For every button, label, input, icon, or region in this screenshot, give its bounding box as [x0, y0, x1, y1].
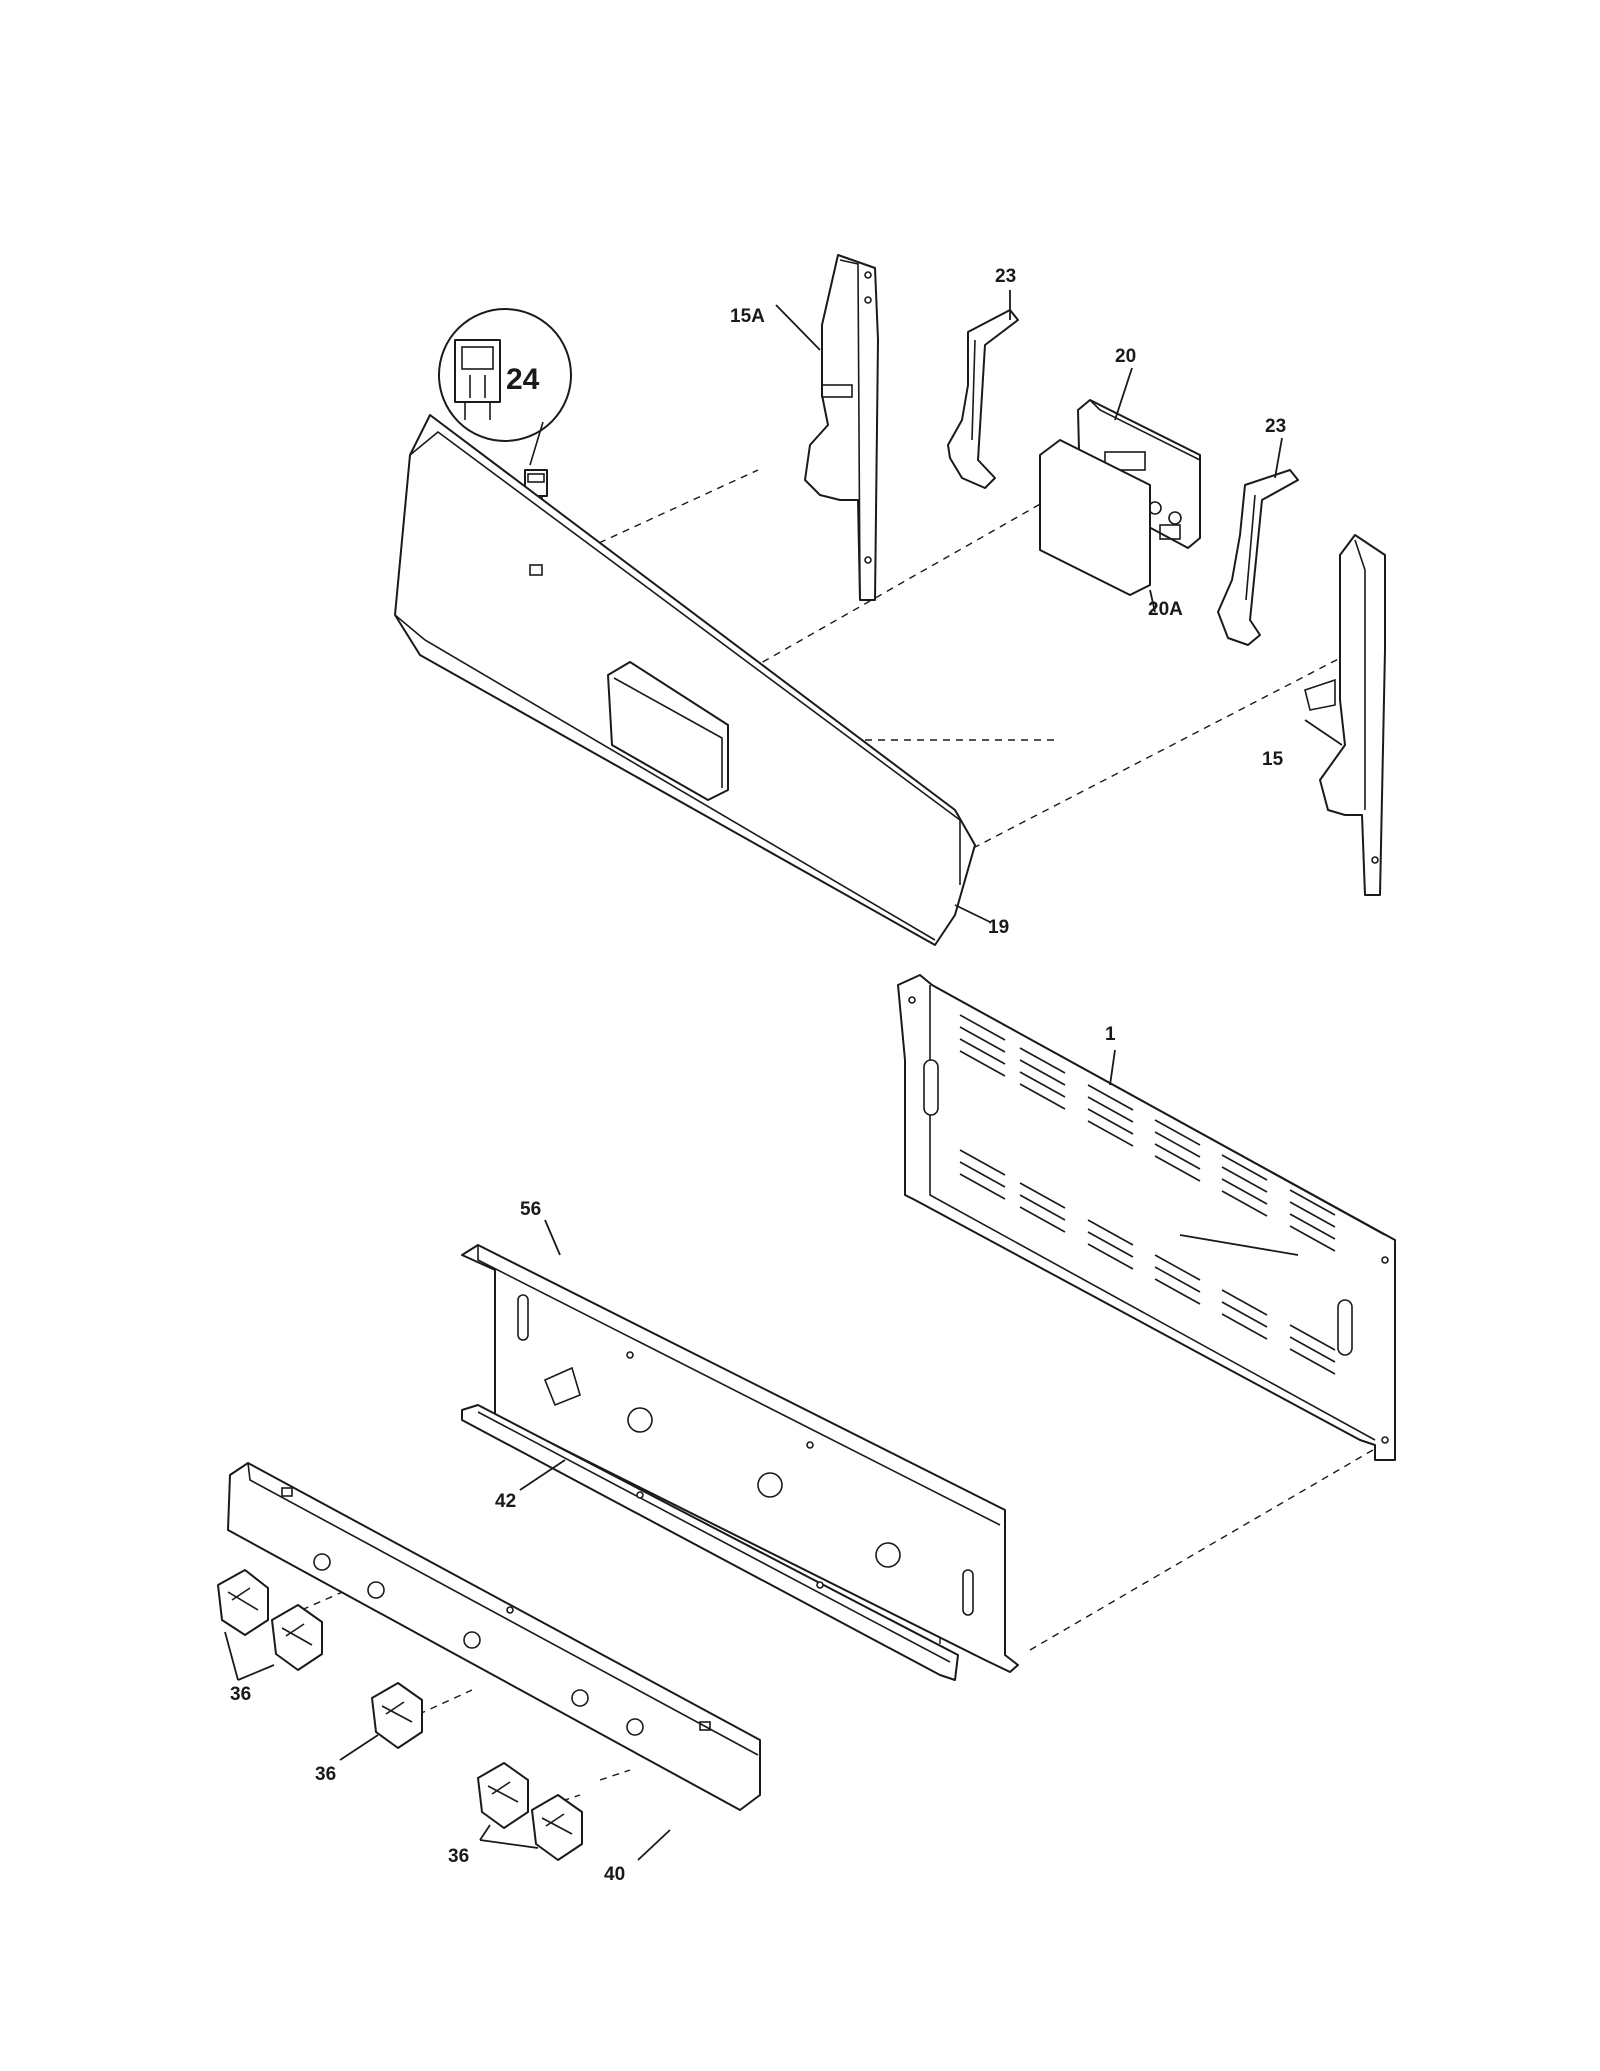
knob-1 — [217, 1569, 269, 1636]
label-36-first: 36 — [230, 1684, 251, 1705]
side-trim-15 — [1304, 534, 1386, 896]
side-trim-15a — [804, 254, 879, 601]
label-23-right: 23 — [1265, 416, 1286, 437]
overlay-20a — [1039, 439, 1151, 596]
trim-strip-42 — [461, 1404, 959, 1681]
backguard-40 — [227, 1462, 761, 1811]
label-23-upper: 23 — [995, 266, 1016, 287]
leader-lines — [224, 290, 1343, 1861]
part-labels: 15A 23 20 23 24 20A 15 19 1 56 42 36 36 … — [230, 266, 1286, 1885]
knob-3 — [371, 1682, 423, 1749]
rocker-switch-callout — [438, 308, 572, 466]
bracket-23-right — [1217, 469, 1299, 646]
louver-group-upper — [959, 1014, 1336, 1252]
label-1: 1 — [1105, 1024, 1116, 1045]
back-panel-1 — [897, 974, 1396, 1461]
label-36-second: 36 — [315, 1764, 336, 1785]
control-panel-19 — [394, 414, 976, 946]
louver-group-lower — [959, 1149, 1336, 1375]
knob-4 — [477, 1762, 529, 1829]
label-42: 42 — [495, 1491, 516, 1512]
label-19: 19 — [988, 917, 1009, 938]
label-20a: 20A — [1148, 599, 1183, 620]
label-40: 40 — [604, 1864, 625, 1885]
label-15a: 15A — [730, 306, 765, 327]
knob-2 — [271, 1604, 323, 1671]
knob-5 — [531, 1794, 583, 1861]
label-15: 15 — [1262, 749, 1284, 770]
label-24: 24 — [506, 363, 540, 396]
manifold-panel-56 — [461, 1244, 1019, 1673]
label-20: 20 — [1115, 346, 1136, 367]
label-36-third: 36 — [448, 1846, 469, 1867]
label-56: 56 — [520, 1199, 541, 1220]
bracket-23-left — [947, 309, 1019, 489]
